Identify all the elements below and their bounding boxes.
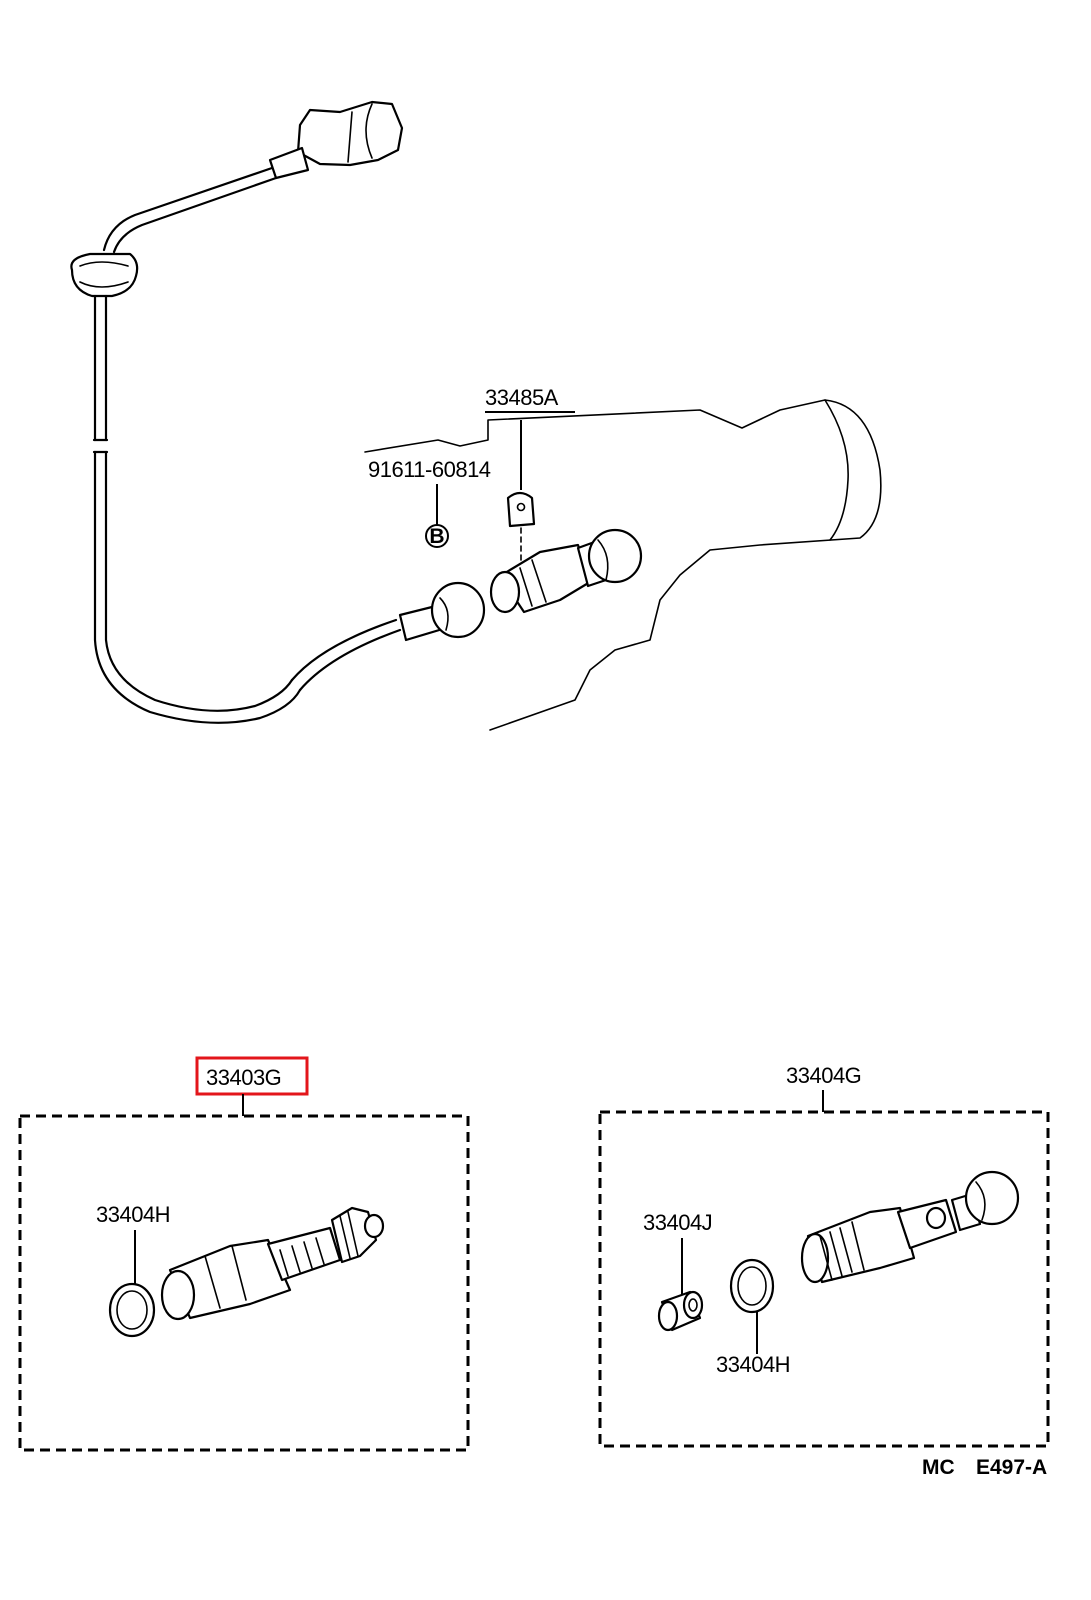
label-33403g: 33403G: [206, 1065, 281, 1090]
label-33404h-right: 33404H: [716, 1352, 790, 1377]
bolt-marker-letter: B: [429, 525, 444, 548]
transmission-housing-outline: [364, 399, 882, 731]
kit-box-33404g: [598, 1110, 1050, 1448]
cable-grommet: [70, 252, 139, 298]
label-33404j: 33404J: [643, 1210, 712, 1235]
driven-gear: [160, 1206, 385, 1321]
bushing-33404j: [657, 1290, 704, 1332]
kit-33404g: 33404G 33404J 33404H: [598, 1063, 1050, 1479]
driven-gear-sleeve: [489, 528, 643, 614]
cable-connector-end: [268, 100, 404, 180]
label-mc: MC: [922, 1456, 955, 1479]
label-91611-60814: 91611-60814: [368, 457, 491, 482]
label-33485a: 33485A: [485, 385, 559, 410]
label-33404g: 33404G: [786, 1063, 861, 1088]
speedometer-sleeve: [800, 1170, 1020, 1284]
label-diagram-ref: E497-A: [976, 1456, 1047, 1479]
lock-plate: [506, 420, 536, 561]
label-33404h-left: 33404H: [96, 1202, 170, 1227]
kit-33403g: 33403G 33404H: [18, 1056, 470, 1452]
kit-box-33403g: [18, 1114, 470, 1452]
speedometer-cable-assembly: B: [70, 100, 882, 731]
bolt-marker: B: [425, 484, 449, 548]
highlight-box-33403g[interactable]: [195, 1056, 309, 1096]
cable-end-cap: [398, 581, 486, 642]
